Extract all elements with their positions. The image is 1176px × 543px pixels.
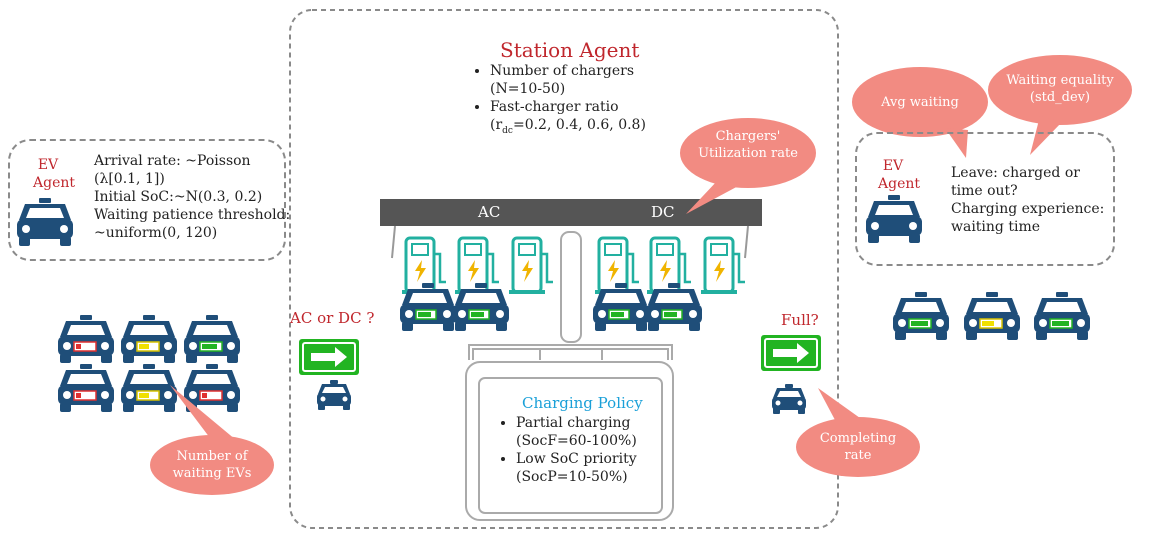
right-agent-title-line2: Agent xyxy=(878,176,920,192)
waiting-cars xyxy=(58,315,240,412)
patience-text: Waiting patience threshold: xyxy=(94,207,291,223)
ac-label: AC xyxy=(478,203,501,221)
right-agent-title: EV Agent xyxy=(878,157,920,193)
partial-charging-label: Partial charging xyxy=(516,415,631,431)
arrow-right-icon xyxy=(760,334,822,372)
leave-text: Leave: charged or xyxy=(951,165,1080,181)
low-soc-label: Low SoC priority xyxy=(516,451,637,467)
low-soc-item: Low SoC priority (SocP=10-50%) xyxy=(516,450,637,486)
right-agent-attributes: Leave: charged or time out? Charging exp… xyxy=(951,164,1104,236)
station-attributes: Number of chargers (N=10-50) Fast-charger… xyxy=(474,62,646,140)
initial-soc-text: Initial SoC:~N(0.3, 0.2) xyxy=(94,189,263,205)
left-agent-title-line1: EV xyxy=(37,157,59,173)
equality-line2: (std_dev) xyxy=(1029,90,1091,105)
policy-title: Charging Policy xyxy=(522,394,643,412)
full-label: Full? xyxy=(781,311,819,329)
fast-ratio-label: Fast-charger ratio xyxy=(490,99,619,115)
pipe-network xyxy=(465,231,674,521)
right-agent-title-line1: EV xyxy=(882,158,904,174)
partial-charging-item: Partial charging (SocF=60-100%) xyxy=(516,414,637,450)
right-agent-box xyxy=(855,132,1115,266)
utilization-line1: Chargers' xyxy=(715,129,781,144)
ac-or-dc-label: AC or DC ? xyxy=(290,309,375,327)
fast-ratio-item: Fast-charger ratio (rdc=0.2, 0.4, 0.6, 0.… xyxy=(490,98,646,140)
arrow-right-icon xyxy=(298,338,360,376)
station-box xyxy=(289,9,839,529)
arrival-rate-range-text: (λ[0.1, 1]) xyxy=(94,171,165,187)
dc-label: DC xyxy=(651,203,675,221)
equality-line1: Waiting equality xyxy=(1006,73,1114,88)
departed-cars xyxy=(893,292,1090,340)
fast-ratio-sub: dc xyxy=(502,125,513,136)
fast-ratio-pre: (r xyxy=(490,117,503,133)
waiting-evs-bubble: Number of waiting EVs xyxy=(162,448,262,482)
equality-bubble: Waiting equality (std_dev) xyxy=(1002,72,1118,106)
fast-ratio-values: =0.2, 0.4, 0.6, 0.8) xyxy=(512,117,646,133)
arrival-rate-text: Arrival rate: ~Poisson xyxy=(94,153,251,169)
completing-bubble: Completing rate xyxy=(808,430,908,464)
partial-charging-range: (SocF=60-100%) xyxy=(516,433,637,449)
left-agent-attributes: Arrival rate: ~Poisson (λ[0.1, 1]) Initi… xyxy=(94,152,290,242)
left-agent-box xyxy=(8,139,286,261)
completing-line1: Completing xyxy=(819,431,897,446)
avg-waiting-bubble: Avg waiting xyxy=(881,95,959,110)
left-agent-title-line2: Agent xyxy=(33,175,75,191)
low-soc-range: (SocP=10-50%) xyxy=(516,469,628,485)
utilization-bubble: Chargers' Utilization rate xyxy=(690,128,806,162)
patience-range-text: ~uniform(0, 120) xyxy=(94,225,218,241)
station-title: Station Agent xyxy=(500,38,640,62)
waiting-evs-line2: waiting EVs xyxy=(172,466,252,481)
chargers-count-label: Number of chargers xyxy=(490,63,635,79)
waiting-time-text: waiting time xyxy=(951,219,1041,235)
timeout-text: time out? xyxy=(951,183,1018,199)
cars-at-chargers xyxy=(400,283,702,331)
chargers-count-item: Number of chargers (N=10-50) xyxy=(490,62,646,98)
policy-items: Partial charging (SocF=60-100%) Low SoC p… xyxy=(500,414,637,486)
completing-line2: rate xyxy=(844,448,872,463)
left-agent-title: EV Agent xyxy=(33,156,75,192)
chargers-count-range: (N=10-50) xyxy=(490,81,566,97)
waiting-evs-line1: Number of xyxy=(176,449,248,464)
experience-text: Charging experience: xyxy=(951,201,1105,217)
utilization-line2: Utilization rate xyxy=(698,146,798,161)
speech-bubbles xyxy=(150,55,1132,495)
